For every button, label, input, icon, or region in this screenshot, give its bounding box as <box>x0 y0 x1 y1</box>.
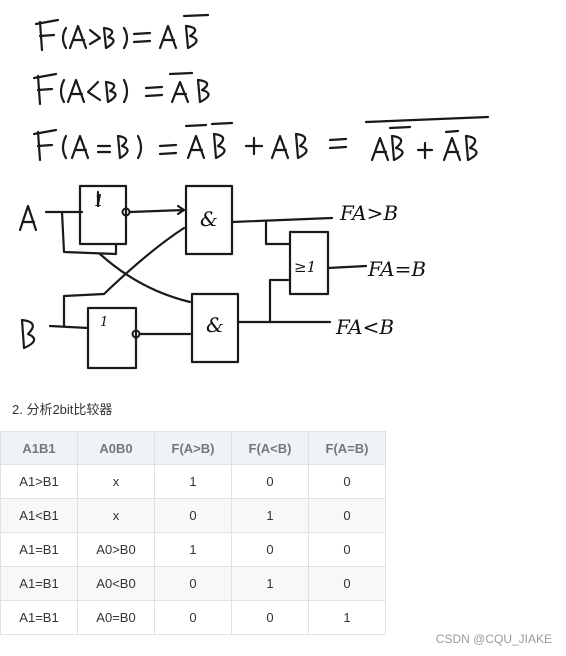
table-cell: 0 <box>308 498 386 533</box>
table-cell: 1 <box>308 600 386 635</box>
and-gate-top <box>184 184 234 256</box>
table-row: A1=B1 A0<B0 0 1 0 <box>0 566 386 601</box>
table-row: A1<B1 x 0 1 0 <box>0 498 386 533</box>
table-cell: A0>B0 <box>77 532 155 567</box>
column-header: F(A<B) <box>231 431 309 465</box>
table-cell: 0 <box>154 498 232 533</box>
table-cell: A1=B1 <box>0 566 78 601</box>
table-cell: 0 <box>154 600 232 635</box>
table-cell: A1>B1 <box>0 464 78 499</box>
table-cell: A0<B0 <box>77 566 155 601</box>
and-bottom-symbol: & <box>206 313 224 337</box>
column-header: A1B1 <box>0 431 78 465</box>
comparator-truth-table: A1B1 A0B0 F(A>B) F(A<B) F(A=B) A1>B1 x 1… <box>0 431 386 635</box>
section-title: 2. 分析2bit比较器 <box>12 402 113 417</box>
input-a-label <box>18 204 38 232</box>
output-a-less-b: FA<B <box>335 315 394 339</box>
not-top-symbol: 1 <box>94 191 104 210</box>
column-header: F(A>B) <box>154 431 232 465</box>
table-cell: 0 <box>308 464 386 499</box>
or-symbol: ≥1 <box>294 258 316 276</box>
table-cell: 0 <box>231 464 309 499</box>
equation-a-equal-b <box>32 115 490 162</box>
table-cell: 0 <box>308 566 386 601</box>
table-row: A1=B1 A0>B0 1 0 0 <box>0 532 386 567</box>
input-b-label <box>20 318 36 350</box>
equation-a-greater-b <box>34 13 210 52</box>
table-header-row: A1B1 A0B0 F(A>B) F(A<B) F(A=B) <box>0 431 386 465</box>
equation-a-less-b <box>32 71 210 106</box>
table-cell: 1 <box>154 532 232 567</box>
and-gate-bottom <box>190 292 240 364</box>
and-top-symbol: & <box>200 207 218 231</box>
or-gate <box>288 230 330 296</box>
table-cell: x <box>77 464 155 499</box>
table-cell: A1=B1 <box>0 600 78 635</box>
table-row: A1>B1 x 1 0 0 <box>0 464 386 499</box>
not-bottom-symbol: 1 <box>100 315 108 330</box>
comparator-circuit <box>18 184 368 370</box>
column-header: F(A=B) <box>308 431 386 465</box>
table-cell: x <box>77 498 155 533</box>
output-a-greater-b: FA>B <box>339 201 398 225</box>
table-cell: 0 <box>231 532 309 567</box>
table-cell: 1 <box>231 498 309 533</box>
output-a-equal-b: FA=B <box>367 257 426 281</box>
table-cell: A0=B0 <box>77 600 155 635</box>
table-cell: A1=B1 <box>0 532 78 567</box>
handwritten-logic-sketch: 1 & 1 & ≥1 FA>B FA=B FA<B <box>18 13 490 370</box>
table-cell: A1<B1 <box>0 498 78 533</box>
table-cell: 1 <box>231 566 309 601</box>
table-cell: 0 <box>154 566 232 601</box>
column-header: A0B0 <box>77 431 155 465</box>
table-row: A1=B1 A0=B0 0 0 1 <box>0 600 386 635</box>
not-gate-bottom <box>86 306 138 370</box>
table-cell: 0 <box>231 600 309 635</box>
csdn-watermark: CSDN @CQU_JIAKE <box>435 632 552 646</box>
table-cell: 1 <box>154 464 232 499</box>
table-cell: 0 <box>308 532 386 567</box>
